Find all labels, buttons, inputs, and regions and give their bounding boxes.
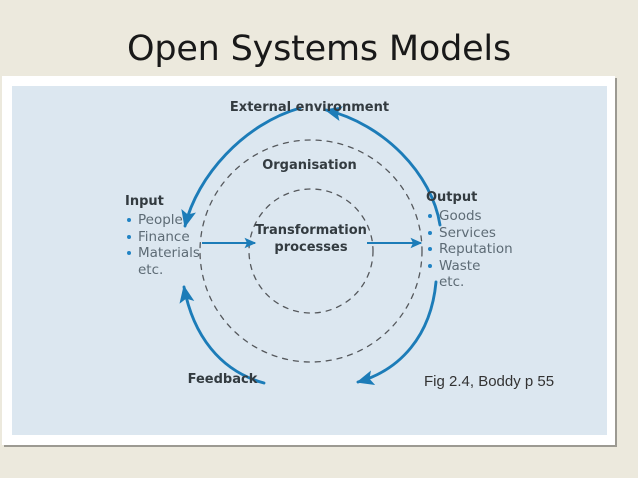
arc-arrow-output-to-environment	[324, 106, 442, 227]
list-item: Reputation	[426, 241, 513, 258]
list-item: Services	[426, 225, 513, 242]
input-list: People Finance Materials etc.	[125, 212, 200, 278]
list-item: Materials	[125, 245, 200, 262]
slide-content-card: External environment Organisation Transf…	[2, 76, 615, 445]
label-transformation-processes: Transformation processes	[255, 223, 367, 255]
transformation-boundary-circle	[248, 188, 374, 314]
arc-arrow-environment-to-input	[181, 106, 302, 228]
list-item: Waste	[426, 258, 513, 275]
list-item-trailing: etc.	[138, 261, 164, 278]
list-item-trailing: etc.	[439, 274, 465, 290]
list-item: Finance	[125, 229, 200, 246]
output-list: Goods Services Reputation Waste etc.	[426, 208, 513, 291]
label-organisation: Organisation	[262, 158, 357, 173]
label-feedback: Feedback	[187, 372, 258, 387]
label-external-environment: External environment	[229, 100, 390, 115]
list-item: People	[125, 212, 200, 229]
arc-arrow-output-to-feedback	[356, 280, 438, 385]
list-item: Goods	[426, 208, 513, 225]
arc-arrow-feedback-to-input	[179, 285, 266, 385]
output-heading: Output	[426, 190, 478, 205]
open-systems-figure: External environment Organisation Transf…	[12, 86, 607, 435]
input-block: Input People Finance Materials etc.	[125, 194, 200, 278]
diagram-graphics	[179, 106, 442, 385]
figure-citation: Fig 2.4, Boddy p 55	[424, 373, 555, 390]
output-block: Output Goods Services Reputation Waste e…	[426, 190, 513, 291]
page-title: Open Systems Models	[126, 29, 511, 69]
organisation-boundary-circle	[199, 139, 423, 363]
input-heading: Input	[125, 194, 164, 209]
